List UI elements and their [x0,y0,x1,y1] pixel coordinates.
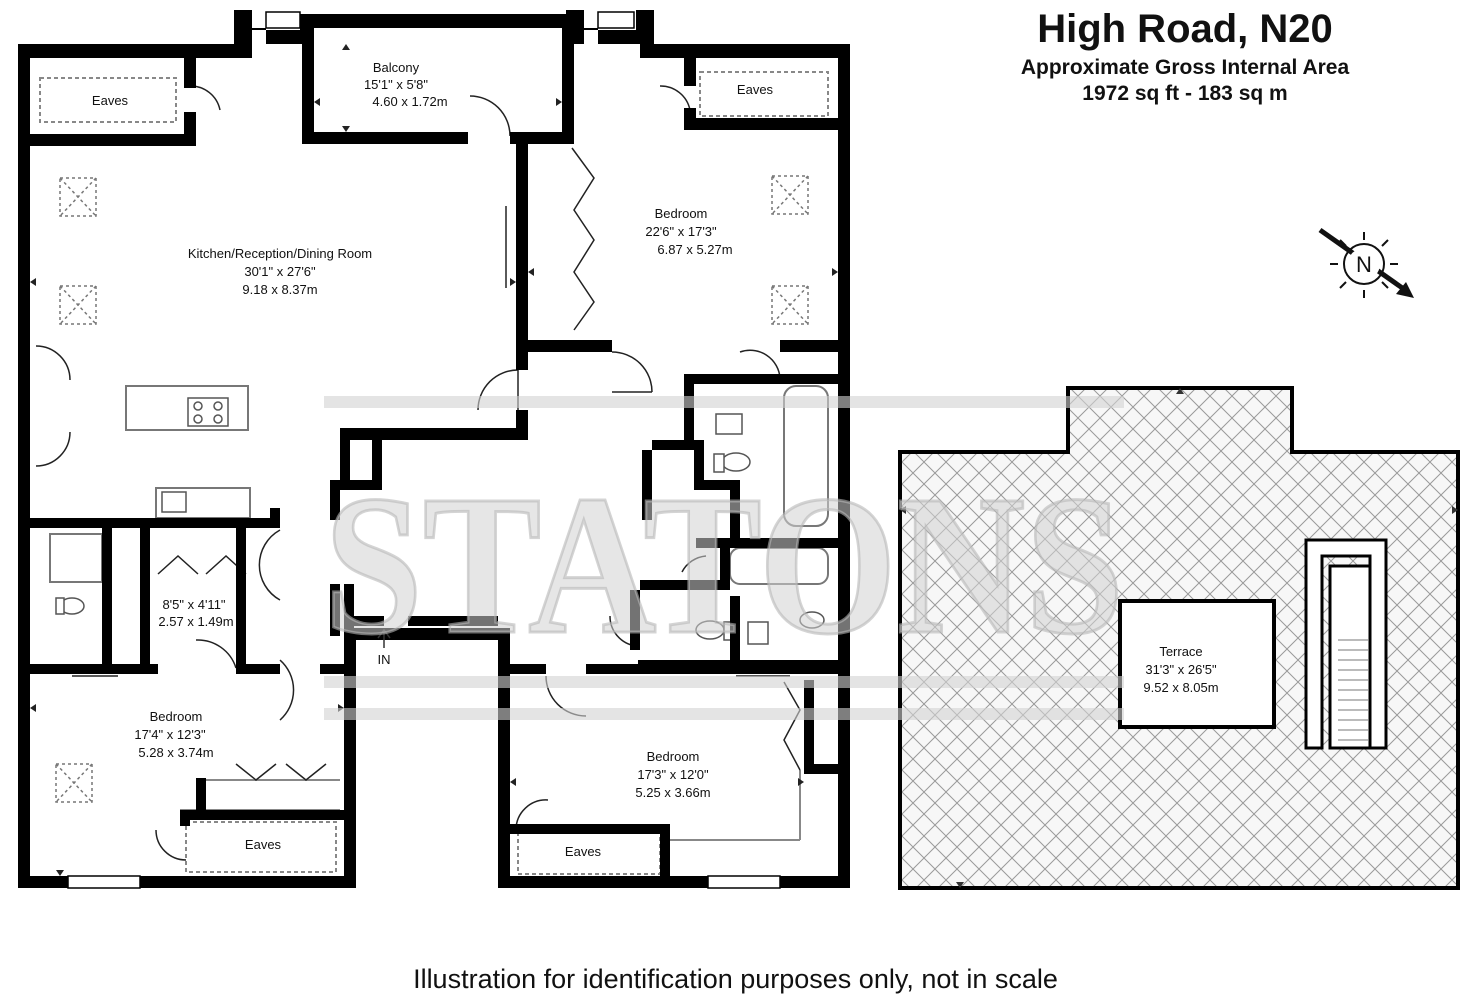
terrace-room-box [1118,599,1276,729]
terrace-stair [1304,538,1388,750]
hob [187,397,229,427]
room-labels: Balcony 15'1" x 5'8" 4.60 x 1.72m Eaves … [92,60,1219,859]
terrace-name: Terrace [1159,644,1202,659]
eaves-bottom-mid-name: Eaves [565,844,602,859]
balcony-imperial: 15'1" x 5'8" [364,77,428,92]
kitchen-island [125,385,249,431]
eaves-top-right-name: Eaves [737,82,774,97]
area-label: Approximate Gross Internal Area [1020,56,1350,79]
kitchen-name: Kitchen/Reception/Dining Room [188,246,372,261]
compass-label: N [1356,252,1372,277]
eaves-top-right-outline [699,71,829,117]
compass-icon: N [1318,227,1414,298]
entrance-label: IN [378,652,391,667]
skylights [55,175,809,803]
balcony-metric: 4.60 x 1.72m [372,94,447,109]
area-value: 1972 sq ft - 183 sq m [1082,82,1288,105]
disclaimer-footer: Illustration for identification purposes… [413,964,1058,994]
dimension-markers [30,44,838,876]
watermark-text: STATONS [324,455,1124,676]
eaves-bottom-left-name: Eaves [245,837,282,852]
entrance-arrow-icon [377,628,391,648]
kitchen-imperial: 30'1" x 27'6" [244,264,316,279]
eaves-top-left-name: Eaves [92,93,129,108]
terrace-area [898,386,1460,890]
bedroom-top-right-name: Bedroom [655,206,708,221]
bedroom-top-right-imperial: 22'6" x 17'3" [645,224,717,239]
interior-walls [30,28,850,876]
terrace-imperial: 31'3" x 26'5" [1145,662,1217,677]
watermark: STATONS [323,396,1126,720]
bedroom-bottom-mid-imperial: 17'3" x 12'0" [637,767,709,782]
balcony-name: Balcony [373,60,420,75]
terrace-metric: 9.52 x 8.05m [1143,680,1218,695]
bedroom-bottom-left-name: Bedroom [150,709,203,724]
eaves-top-left-outline [39,77,177,123]
kitchen-metric: 9.18 x 8.37m [242,282,317,297]
page-title: High Road, N20 [1037,7,1333,51]
eaves-bottom-left-outline [185,821,337,873]
main-floor-plan [18,10,850,889]
bath-tub-2 [783,385,829,527]
windows [67,11,781,889]
bedroom-top-right-metric: 6.87 x 5.27m [657,242,732,257]
sanitaryware [55,413,825,645]
bedroom-bottom-mid-metric: 5.25 x 3.66m [635,785,710,800]
bedroom-bottom-left-imperial: 17'4" x 12'3" [134,727,206,742]
bedroom-bottom-left-metric: 5.28 x 3.74m [138,745,213,760]
store-imperial: 8'5" x 4'11" [162,597,225,612]
bedroom-bottom-mid-name: Bedroom [647,749,700,764]
store-metric: 2.57 x 1.49m [158,614,233,629]
shower-tray [49,533,103,583]
